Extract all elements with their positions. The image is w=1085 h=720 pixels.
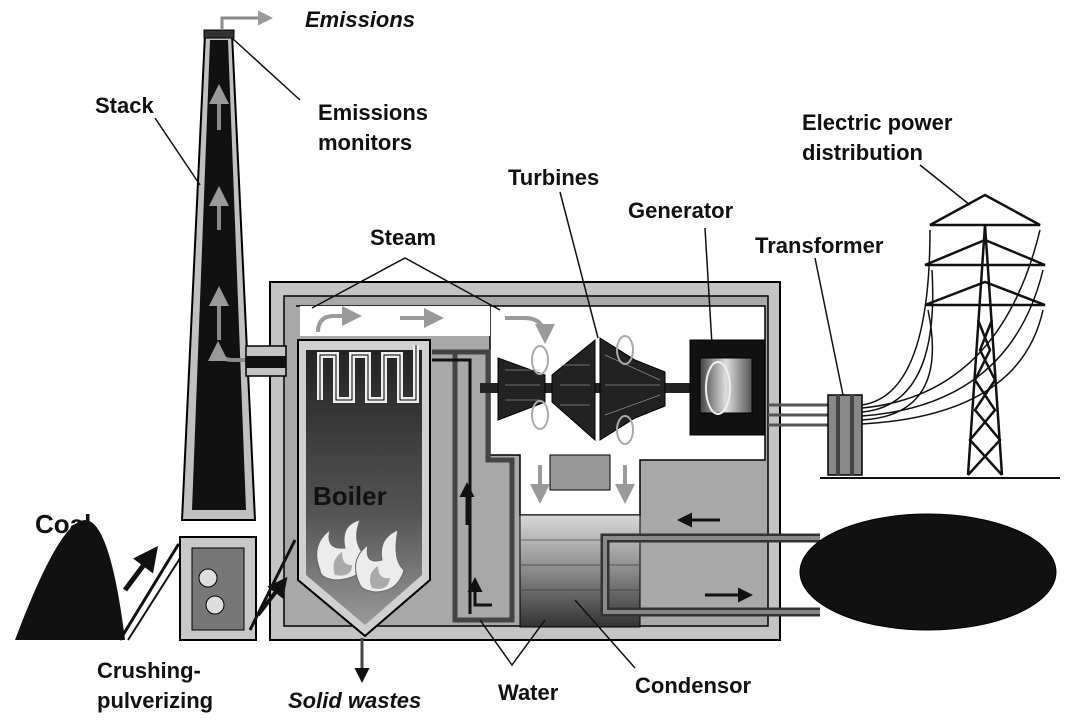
boiler <box>297 339 431 638</box>
emissions-monitors-label-2: monitors <box>318 130 412 155</box>
leader-lines <box>154 37 971 669</box>
cooling-water-label: Cooling water <box>826 559 986 586</box>
emissions-label: Emissions <box>305 7 415 32</box>
generator-label: Generator <box>628 198 734 223</box>
crushing-label: Crushing- <box>97 658 201 683</box>
transformer <box>827 394 863 476</box>
steam-label: Steam <box>370 225 436 250</box>
stack-label: Stack <box>95 93 154 118</box>
electric-power-label: Electric power <box>802 110 953 135</box>
water-label: Water <box>498 680 559 705</box>
coal-label: Coal <box>35 509 91 539</box>
cooling-water-loop <box>600 512 1057 631</box>
emissions-monitors-label: Emissions <box>318 100 428 125</box>
electric-power-label-2: distribution <box>802 140 923 165</box>
crusher <box>179 536 297 641</box>
crushing-label-2: pulverizing <box>97 688 213 713</box>
solid-wastes-label: Solid wastes <box>288 688 421 713</box>
turbines-label: Turbines <box>508 165 599 190</box>
generator <box>689 339 830 436</box>
turbines <box>480 335 695 445</box>
steam-flow-arrows <box>316 306 555 344</box>
transmission-tower <box>820 193 1060 479</box>
condensor-label: Condensor <box>635 673 752 698</box>
stack <box>180 10 280 521</box>
coal-pile <box>15 520 125 640</box>
water-pipes <box>432 349 515 623</box>
transformer-label: Transformer <box>755 233 884 258</box>
boiler-label: Boiler <box>313 481 387 511</box>
flame-icon <box>316 519 405 593</box>
